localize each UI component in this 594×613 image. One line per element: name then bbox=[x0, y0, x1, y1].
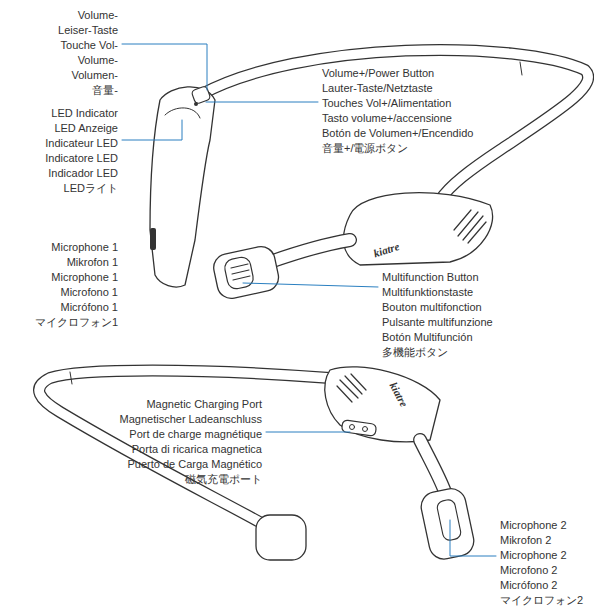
transducer-pod bbox=[256, 515, 306, 560]
callout-text: LEDライト bbox=[64, 181, 118, 196]
callout-text: Port de charge magnétique bbox=[129, 427, 262, 442]
callout-text: Indicatore LED bbox=[45, 151, 118, 166]
callout-text: Microfono 1 bbox=[61, 285, 118, 300]
led-dot bbox=[194, 102, 198, 106]
callout-text: Puerto de Carga Magnético bbox=[127, 457, 262, 472]
callout-text: Micrófono 1 bbox=[61, 300, 118, 315]
callout-text: Micrófono 2 bbox=[500, 578, 557, 593]
callout-text: Magnetischer Ladeanschluss bbox=[120, 412, 262, 427]
headband bbox=[200, 50, 588, 200]
callout-text: Leiser-Taste bbox=[58, 23, 118, 38]
charging-port bbox=[341, 420, 376, 437]
callout-text: 音量+/電源ボタン bbox=[322, 141, 408, 156]
callout-text: Tasto volume+/accensione bbox=[322, 111, 452, 126]
battery-module bbox=[343, 193, 492, 265]
band-seam bbox=[520, 62, 522, 75]
callout-text: Magnetic Charging Port bbox=[146, 397, 262, 412]
callout-text: Multifunktionstaste bbox=[382, 285, 473, 300]
callout-text: Microphone 1 bbox=[51, 240, 118, 255]
callout-text: Pulsante multifunzione bbox=[382, 315, 493, 330]
headband-fill bbox=[200, 50, 588, 200]
battery-module bbox=[325, 367, 440, 442]
callout-text: LED Indicator bbox=[51, 106, 118, 121]
callout-text: Lauter-Taste/Netztaste bbox=[322, 81, 433, 96]
callout-text: 音量- bbox=[92, 83, 118, 98]
callout-text: マイクロフォン1 bbox=[35, 315, 118, 330]
mic-hole bbox=[150, 228, 156, 250]
left-module bbox=[150, 87, 215, 287]
leader-lines bbox=[122, 44, 496, 556]
callout-text: Touches Vol+/Alimentation bbox=[322, 96, 451, 111]
callout-text: Botón Multifunción bbox=[382, 330, 473, 345]
callout-text: Volume+/Power Button bbox=[322, 66, 434, 81]
callout-text: Mikrofon 2 bbox=[500, 533, 551, 548]
callout-text: Porta di ricarica magnetica bbox=[132, 442, 262, 457]
callout-text: Indicador LED bbox=[48, 166, 118, 181]
callout-text: Touche Vol- bbox=[61, 38, 118, 53]
transducer-pod bbox=[211, 244, 281, 301]
callout-text: Botón de Volumen+/Encendido bbox=[322, 126, 473, 141]
callout-text: Mikrofon 1 bbox=[67, 255, 118, 270]
grille bbox=[454, 210, 486, 243]
callout-text: Microphone 2 bbox=[500, 548, 567, 563]
callout-text: 磁気充電ポート bbox=[185, 472, 262, 487]
callout-text: Volume- bbox=[78, 8, 118, 23]
callout-text: Microphone 2 bbox=[500, 518, 567, 533]
callout-text: Microphone 1 bbox=[51, 270, 118, 285]
callout-text: Volumen- bbox=[72, 68, 118, 83]
callout-text: マイクロフォン2 bbox=[500, 593, 583, 608]
callout-text: 多機能ボタン bbox=[382, 345, 448, 360]
callout-text: Indicateur LED bbox=[45, 136, 118, 151]
callout-text: Volume- bbox=[78, 53, 118, 68]
callout-text: Bouton multifonction bbox=[382, 300, 482, 315]
callout-text: LED Anzeige bbox=[54, 121, 118, 136]
callout-text: Microfono 2 bbox=[500, 563, 557, 578]
multifunction-button bbox=[223, 256, 255, 291]
callout-text: Multifunction Button bbox=[382, 270, 479, 285]
transducer-pod bbox=[418, 486, 476, 562]
